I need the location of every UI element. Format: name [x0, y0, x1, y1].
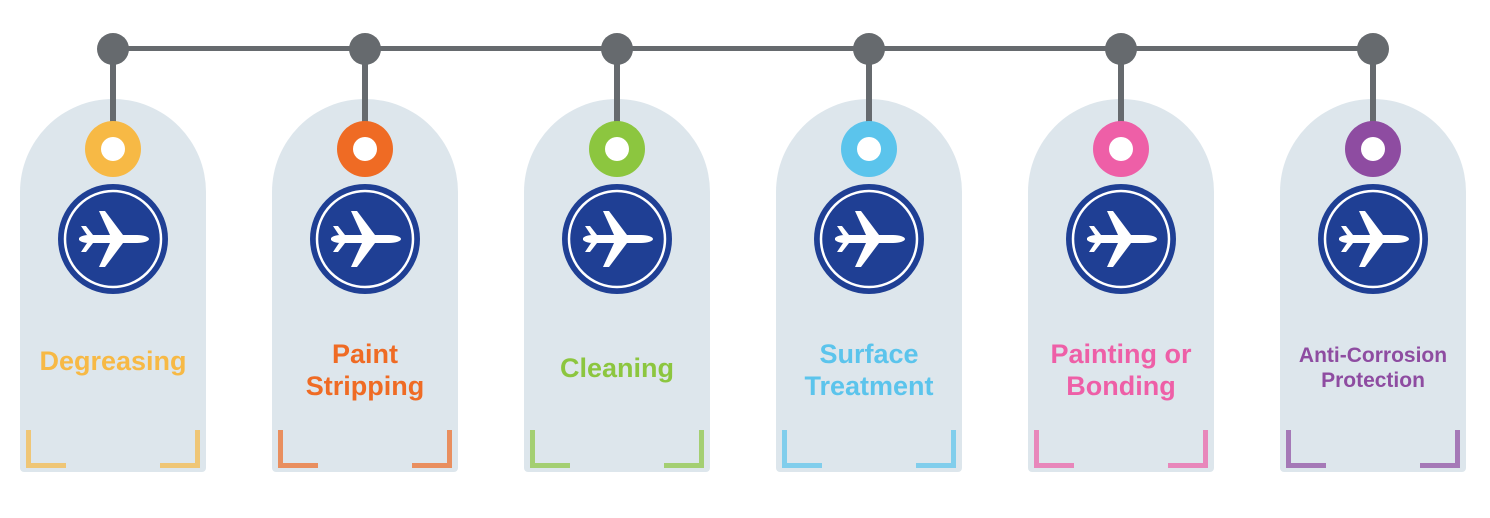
- hanger-stem: [614, 62, 620, 126]
- airplane-icon: [310, 184, 420, 294]
- stage-label-line: Surface: [819, 339, 919, 369]
- airplane-icon: [58, 184, 168, 294]
- corner-bracket-right: [1168, 430, 1208, 468]
- stage-label-line: Painting or: [1050, 339, 1192, 369]
- stage-label-line: Stripping: [305, 371, 425, 402]
- tag-hole-ring: [589, 121, 645, 177]
- hanger-stem: [110, 62, 116, 126]
- tag-hole-ring: [337, 121, 393, 177]
- stage-label-line: Paint: [331, 339, 398, 369]
- corner-bracket-right: [916, 430, 956, 468]
- corner-bracket-left: [26, 430, 66, 468]
- corner-bracket-right: [160, 430, 200, 468]
- rail-node: [349, 33, 381, 65]
- rail-node: [1105, 33, 1137, 65]
- stage-label: Cleaning: [524, 352, 710, 384]
- airplane-icon: [1066, 184, 1176, 294]
- stage-label-line: Bonding: [1066, 371, 1176, 402]
- stage-label-line: Treatment: [804, 371, 934, 402]
- stage-label-line: Protection: [1321, 369, 1425, 393]
- rail-node: [853, 33, 885, 65]
- hanger-stem: [362, 62, 368, 126]
- stage-cleaning: Cleaning: [524, 0, 710, 518]
- tag-hole-ring: [841, 121, 897, 177]
- airplane-icon: [562, 184, 672, 294]
- airplane-icon: [1318, 184, 1428, 294]
- stage-degreasing: Degreasing: [20, 0, 206, 518]
- corner-bracket-right: [1420, 430, 1460, 468]
- stage-label-line: Anti-Corrosion: [1298, 344, 1448, 367]
- tag-hole-ring: [85, 121, 141, 177]
- corner-bracket-left: [1034, 430, 1074, 468]
- stage-label: Degreasing: [20, 345, 206, 377]
- corner-bracket-left: [530, 430, 570, 468]
- rail-node: [1357, 33, 1389, 65]
- hanger-stem: [1118, 62, 1124, 126]
- rail-node: [601, 33, 633, 65]
- corner-bracket-left: [278, 430, 318, 468]
- hanger-stem: [866, 62, 872, 126]
- rail-node: [97, 33, 129, 65]
- tag-hole-ring: [1345, 121, 1401, 177]
- corner-bracket-right: [412, 430, 452, 468]
- corner-bracket-right: [664, 430, 704, 468]
- stage-label-line: Degreasing: [39, 346, 187, 376]
- corner-bracket-left: [1286, 430, 1326, 468]
- connector-rail: [112, 46, 1372, 51]
- hanger-stem: [1370, 62, 1376, 126]
- tag-hole-ring: [1093, 121, 1149, 177]
- corner-bracket-left: [782, 430, 822, 468]
- stage-label-line: Cleaning: [559, 353, 674, 383]
- airplane-icon: [814, 184, 924, 294]
